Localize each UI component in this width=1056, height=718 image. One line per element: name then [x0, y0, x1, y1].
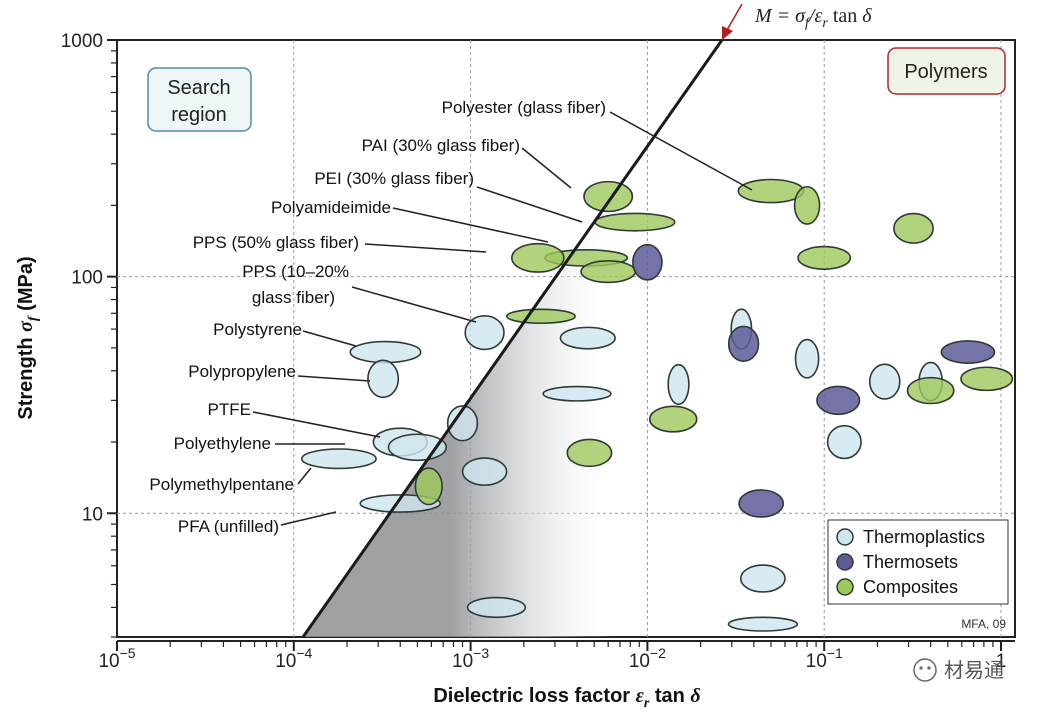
y-tick-label: 10 [82, 504, 103, 525]
bubble-thermoplastics-pps-10-20-glass-fiber [464, 314, 505, 351]
bubble-thermoplastics-10 [542, 385, 612, 402]
bubble-composites-7 [797, 245, 852, 271]
bubble-thermoplastics-13 [826, 424, 862, 460]
label-pps10-line2: glass fiber) [252, 288, 335, 307]
watermark-text: 材易通 [944, 658, 1004, 682]
search-region-line1: Search [167, 77, 230, 99]
credit-label: MFA, 09 [961, 617, 1006, 631]
label-polypropylene: Polypropylene [188, 362, 296, 381]
legend-box [827, 519, 1009, 605]
bubble-composites-8 [793, 185, 821, 225]
bubble-composites-pei-30-glass-fiber [594, 212, 676, 232]
label-polyamideimide: Polyamideimide [271, 198, 391, 217]
bubble-thermosets-3 [816, 385, 861, 416]
bubble-composites-pps-50-glass-fiber [511, 242, 565, 273]
bubble-composites-polyester-glass-fiber [737, 178, 805, 204]
y-axis-title: Strength σf (MPa) [15, 256, 41, 419]
label-ptfe: PTFE [208, 400, 251, 419]
material-labels: Polyester (glass fiber) PAI (30% glass f… [149, 98, 606, 536]
bubble-thermoplastics-17 [868, 363, 901, 400]
bubble-thermosets-2 [940, 340, 996, 364]
bubble-thermoplastics-7 [446, 405, 479, 442]
label-polystyrene: Polystyrene [213, 320, 302, 339]
legend-swatch-thermoplastics [836, 528, 854, 546]
bubble-composites-14 [906, 376, 955, 405]
legend-label-thermoplastics: Thermoplastics [863, 527, 985, 547]
bubble-composites-pai-30-glass-fiber [583, 180, 634, 213]
search-region-box [147, 67, 252, 132]
bubble-composites-5 [505, 308, 576, 325]
label-pps10-line1: PPS (10–20% [242, 262, 349, 281]
search-region-line2: region [171, 104, 227, 126]
label-polymethylpentane: Polymethylpentane [149, 475, 294, 494]
legend-label-thermosets: Thermosets [863, 552, 958, 572]
bubble-composites-10 [960, 366, 1014, 392]
material-bubbles [300, 178, 1014, 632]
wechat-icon [913, 658, 937, 682]
polymers-label: Polymers [904, 61, 987, 83]
label-polyester: Polyester (glass fiber) [442, 98, 606, 117]
bubble-thermoplastics-18 [794, 338, 820, 379]
label-pei: PEI (30% glass fiber) [314, 169, 474, 188]
bubble-thermoplastics-12 [667, 363, 690, 406]
search-region-shading [303, 40, 1015, 637]
x-tick-label: 1 [996, 651, 1007, 672]
bubble-composites-9 [893, 212, 934, 244]
label-pps50: PPS (50% glass fiber) [193, 233, 359, 252]
label-pai: PAI (30% glass fiber) [362, 136, 520, 155]
label-polyethylene: Polyethylene [174, 434, 271, 453]
legend-swatch-composites [836, 578, 854, 596]
bubble-thermosets-0 [738, 489, 785, 518]
x-axis-title: Dielectric loss factor εr tan δ [433, 685, 700, 711]
bubble-thermosets-1 [727, 325, 760, 362]
index-line [301, 39, 724, 638]
bubble-composites-13 [648, 405, 698, 433]
bubble-thermoplastics-polypropylene [367, 359, 400, 399]
bubble-thermoplastics-polymethylpentane [300, 448, 377, 470]
bubble-thermoplastics-14 [739, 564, 786, 593]
legend-swatch-thermosets [836, 553, 854, 571]
index-arrow [726, 3, 743, 31]
legend-label-composites: Composites [863, 577, 958, 597]
watermark: 材易通 [913, 658, 1004, 682]
y-tick-label: 100 [71, 268, 103, 289]
polymers-box [887, 47, 1006, 95]
bubble-thermoplastics-polystyrene [349, 340, 422, 364]
y-tick-label: 1000 [61, 31, 103, 52]
bubble-composites-11 [566, 438, 613, 468]
index-line-label: M = σf/εr tan δ [754, 5, 872, 31]
bubble-composites-6 [580, 260, 637, 284]
label-pfa: PFA (unfilled) [178, 517, 279, 536]
bubble-thermoplastics-15 [727, 616, 799, 632]
label-leaders [252, 111, 753, 526]
bubble-thermoplastics-8 [461, 457, 508, 486]
index-arrow-head [722, 26, 733, 40]
bubble-composites-12 [414, 467, 443, 506]
bubble-thermoplastics-11 [466, 596, 527, 619]
bubble-thermosets-4 [632, 243, 663, 281]
bubble-thermoplastics-9 [559, 326, 616, 350]
